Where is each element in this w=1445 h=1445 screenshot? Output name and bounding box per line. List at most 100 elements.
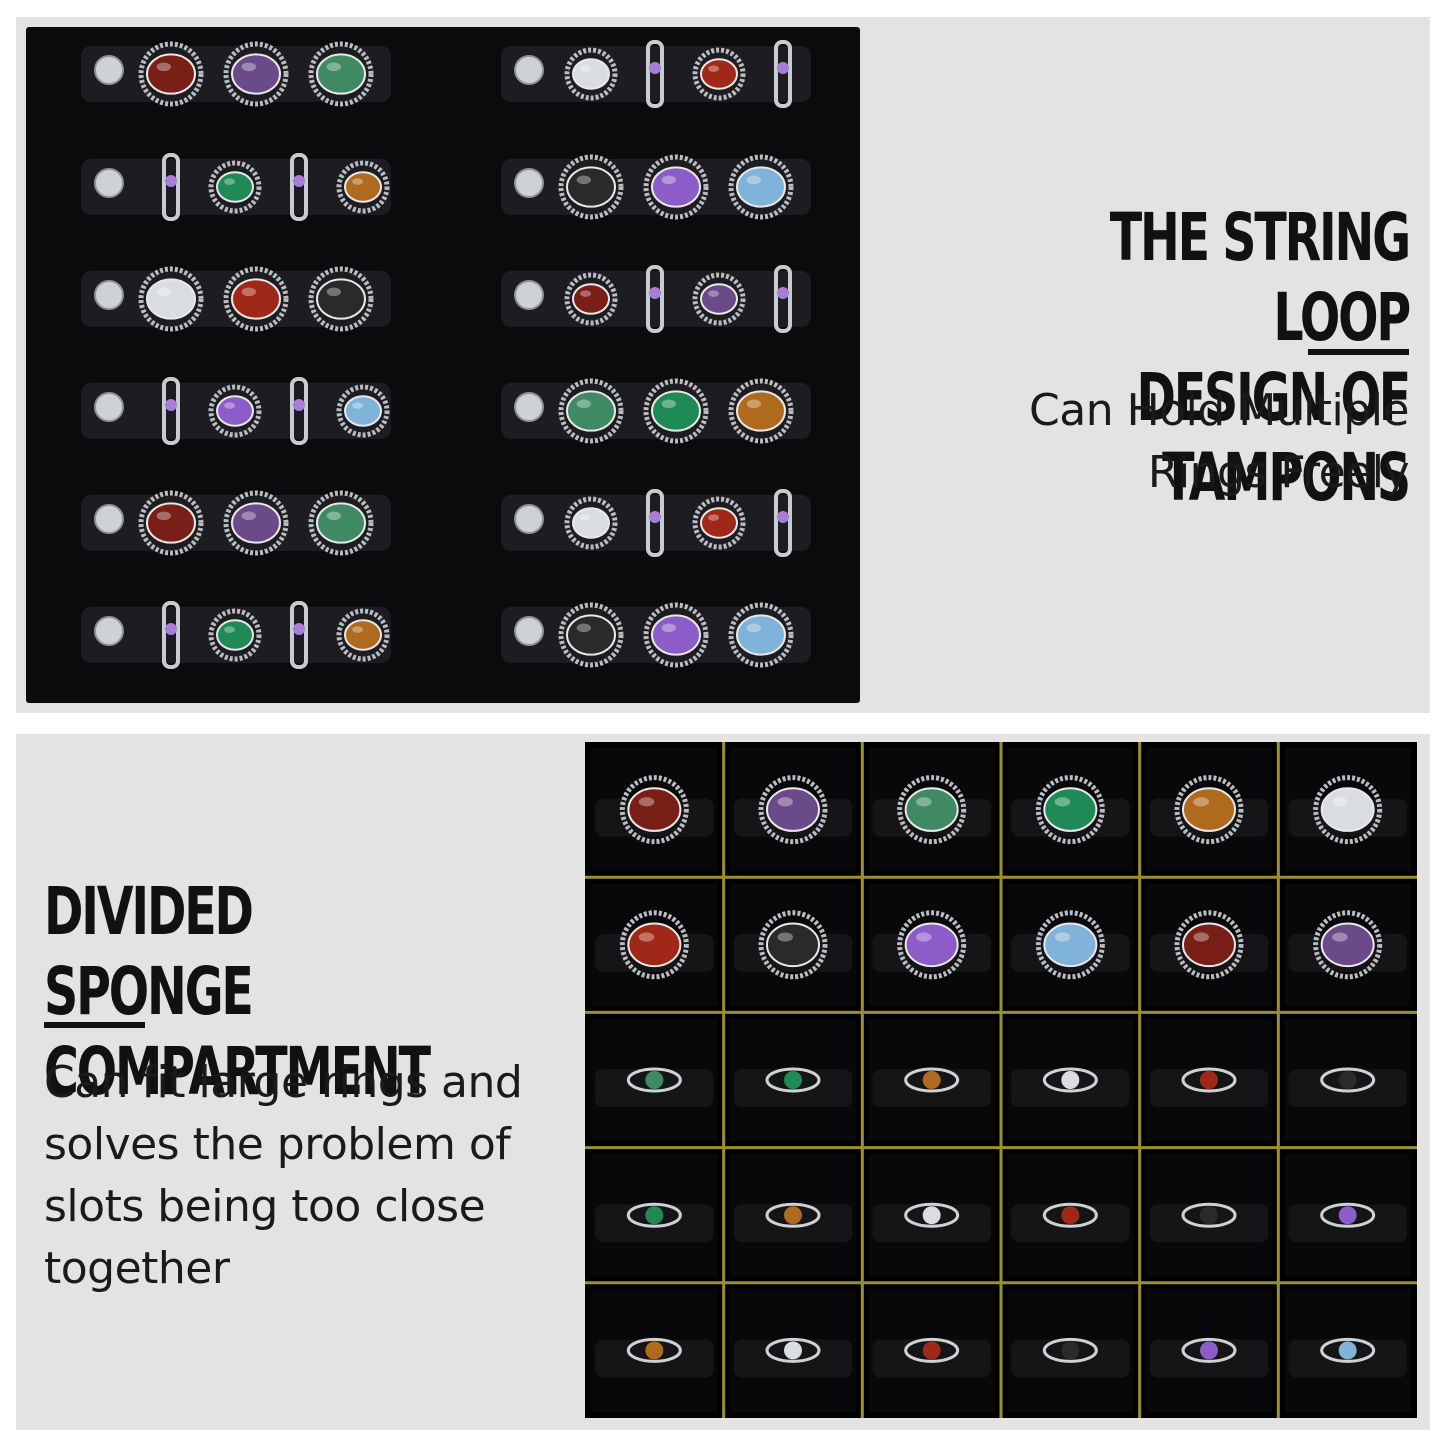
ring-bezel (223, 266, 289, 332)
string-loop-strap (501, 265, 811, 333)
ring-compartment (868, 883, 995, 1007)
ring-bezel (1313, 775, 1383, 845)
gemstone (651, 614, 701, 656)
small-stone (1338, 1206, 1357, 1225)
ring-band (904, 1202, 960, 1228)
small-stone (649, 287, 661, 299)
gem-highlight (580, 65, 591, 72)
string-loop-strap (81, 153, 391, 221)
string-loop-strap (501, 602, 811, 668)
small-stone (922, 1206, 941, 1225)
description-line: solves the problem of (44, 1119, 511, 1170)
ring-bezel (564, 47, 618, 101)
ring-bezel (223, 490, 289, 556)
snap-button-icon (94, 280, 124, 310)
ring-band (765, 1067, 821, 1093)
ring-bezel (728, 602, 794, 668)
gemstone (766, 922, 820, 968)
ring-band (290, 153, 308, 221)
small-stone (784, 1206, 802, 1225)
gem-highlight (661, 399, 676, 409)
ring-band (1181, 1337, 1237, 1363)
ring-bezel (897, 910, 967, 980)
gem-highlight (746, 623, 761, 633)
description-line: Can Hold Multiple (1029, 385, 1409, 436)
gemstone (231, 53, 281, 95)
ring-bezel (692, 47, 746, 101)
gem-highlight (580, 290, 591, 297)
ring-compartment (1145, 1288, 1273, 1412)
ring-bezel (336, 384, 390, 438)
snap-button-icon (94, 504, 124, 534)
ring-bezel (1313, 910, 1383, 980)
ring-bezel (897, 775, 967, 845)
string-loop-strap (501, 154, 811, 220)
gemstone (1320, 922, 1375, 968)
snap-button-icon (514, 616, 544, 646)
gem-highlight (777, 797, 793, 807)
gemstone (344, 619, 382, 651)
gemstone (572, 283, 610, 315)
ring-bezel (619, 775, 689, 845)
gem-highlight (576, 175, 591, 185)
gemstone (566, 166, 616, 208)
gemstone (566, 614, 616, 656)
ring-bezel (558, 378, 624, 444)
ring-bezel (558, 154, 624, 220)
ring-bezel (208, 160, 262, 214)
heading-underline (44, 1022, 145, 1028)
ring-band (626, 1337, 682, 1363)
string-loop-heading: THE STRING LOOP DESIGN OF TAMPONS (849, 198, 1411, 518)
ring-compartment (729, 1153, 857, 1277)
small-stone (1061, 1341, 1080, 1360)
gem-highlight (241, 62, 256, 72)
small-stone (1200, 1341, 1218, 1360)
ring-band (1320, 1202, 1376, 1228)
gemstone (344, 395, 382, 427)
ring-band (1181, 1202, 1237, 1228)
string-loop-strap (501, 40, 811, 108)
divided-sponge-description: Can fit large rings and solves the probl… (44, 1052, 564, 1300)
ring-bezel (138, 41, 204, 107)
ring-band (1320, 1067, 1376, 1093)
small-stone (777, 511, 789, 523)
ring-band (646, 265, 664, 333)
small-stone (165, 399, 177, 411)
ring-compartment (1007, 748, 1134, 872)
ring-compartment (1145, 1018, 1273, 1142)
gem-highlight (1054, 932, 1071, 942)
ring-compartment (1145, 748, 1273, 872)
small-stone (777, 287, 789, 299)
ring-band (1181, 1067, 1237, 1093)
gem-highlight (224, 402, 236, 409)
ring-compartment (1284, 748, 1411, 872)
gemstone (146, 502, 196, 544)
gem-highlight (326, 287, 341, 297)
gem-highlight (916, 797, 932, 807)
gemstone (736, 614, 786, 656)
heading-line: COMPARTMENT (44, 1033, 431, 1110)
ring-bezel (1174, 910, 1244, 980)
ring-band (774, 265, 792, 333)
gemstone (651, 166, 701, 208)
ring-compartment (1284, 1153, 1411, 1277)
gemstone (231, 278, 281, 320)
gemstone (316, 278, 366, 320)
ring-band (646, 40, 664, 108)
ring-bezel (1035, 910, 1105, 980)
gem-highlight (708, 65, 719, 72)
ring-tray-illustration (81, 40, 811, 669)
heading-line: DIVIDED SPONGE (44, 873, 254, 1030)
ring-bezel (308, 266, 374, 332)
small-stone (784, 1071, 802, 1089)
gemstone (216, 395, 254, 427)
ring-bezel (692, 272, 746, 326)
gem-highlight (638, 932, 655, 942)
gemstone (1182, 787, 1236, 832)
gemstone (651, 390, 701, 432)
snap-button-icon (514, 55, 544, 85)
ring-band (290, 601, 308, 669)
gemstone (231, 502, 281, 544)
gemstone (736, 390, 786, 432)
ring-bezel (208, 608, 262, 662)
